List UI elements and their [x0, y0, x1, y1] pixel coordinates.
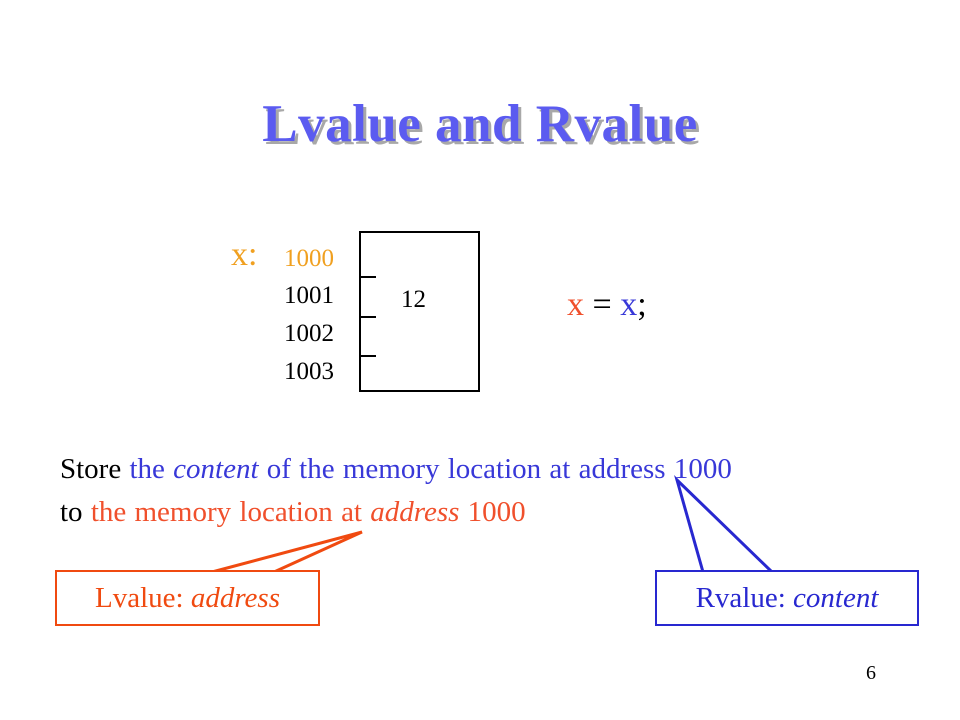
- rvalue-label: Rvalue:: [695, 581, 794, 614]
- slide-title: Lvalue and Rvalue: [262, 95, 698, 153]
- address-label: 1000: [284, 245, 334, 272]
- lvalue-term: address: [190, 581, 280, 614]
- text-memory-location: of the memory location: [258, 453, 542, 485]
- text-the: the: [129, 453, 174, 485]
- text-content: content: [173, 453, 259, 485]
- rvalue-callout: Rvalue: content: [655, 570, 919, 626]
- memory-cell: [359, 231, 480, 392]
- text-address-number: 1000: [459, 496, 526, 528]
- text-memory-location-red: the memory location: [90, 496, 333, 528]
- lvalue-label: Lvalue:: [95, 581, 191, 614]
- address-label: 1001: [284, 282, 334, 309]
- byte-divider: [361, 276, 376, 278]
- page-number: 6: [866, 662, 876, 684]
- byte-divider: [361, 355, 376, 357]
- byte-divider: [361, 316, 376, 318]
- text-address: address: [370, 496, 460, 528]
- explanation-line-1: Store the content of the memory location…: [60, 453, 732, 486]
- lvalue-pointer: [211, 530, 363, 574]
- text-to: to: [60, 496, 91, 528]
- rvalue-term: content: [793, 581, 879, 614]
- explanation-line-2: to the memory location at address 1000: [60, 496, 526, 529]
- rvalue-pointer: [674, 475, 774, 574]
- assignment-statement: x = x;: [567, 286, 647, 324]
- text-at: at: [332, 496, 371, 528]
- assignment-semicolon: ;: [637, 286, 647, 323]
- lvalue-callout: Lvalue: address: [55, 570, 320, 626]
- address-label: 1002: [284, 320, 334, 347]
- assignment-operator: =: [584, 286, 621, 323]
- text-at-address: at address 1000: [541, 453, 732, 485]
- address-label: 1003: [284, 358, 334, 385]
- assignment-lhs: x: [567, 286, 584, 323]
- text-store: Store: [60, 453, 130, 485]
- memory-value: 12: [401, 286, 426, 313]
- assignment-rhs: x: [620, 286, 638, 323]
- variable-label: x:: [231, 236, 258, 273]
